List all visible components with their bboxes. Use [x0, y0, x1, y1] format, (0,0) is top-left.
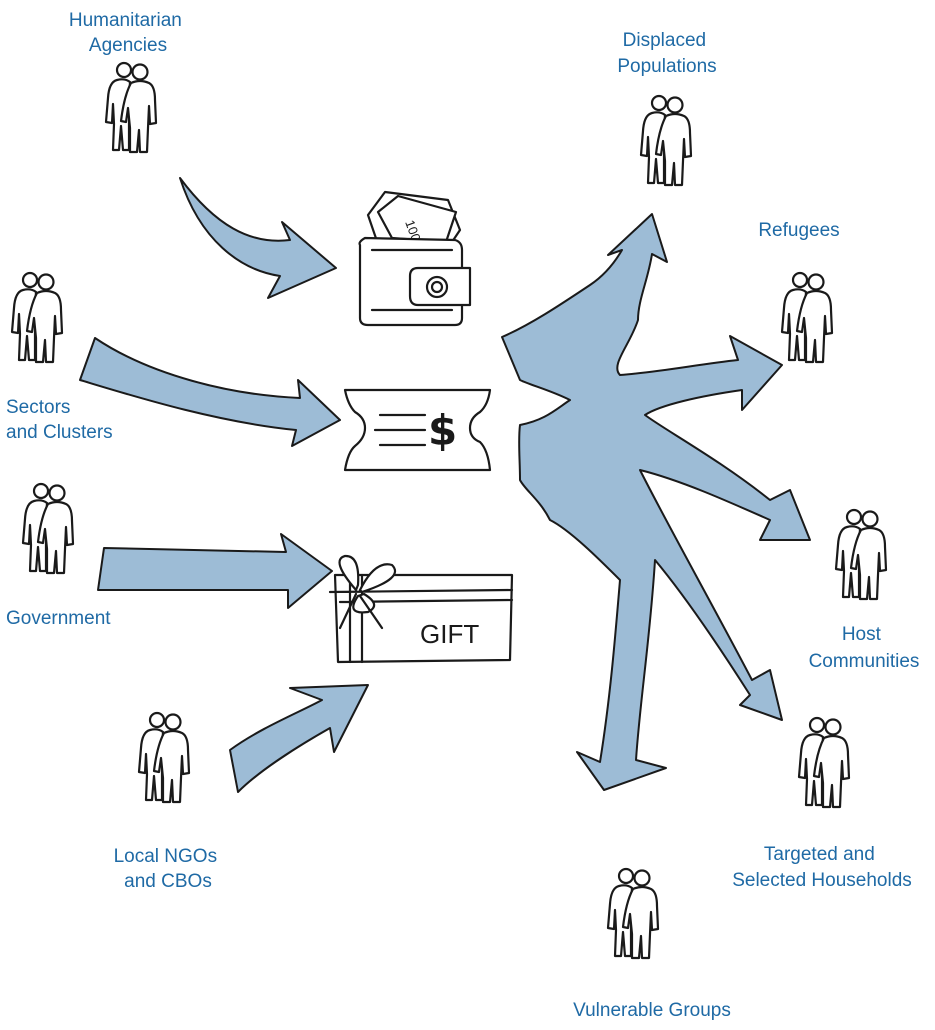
gift-box-icon: GIFT: [328, 554, 514, 664]
label-sectors-and-clusters: Sectors and Clusters: [6, 397, 113, 443]
arrow-humanitarian-to-wallet: [179, 177, 337, 299]
arrow-ngos-to-gift: [229, 684, 369, 793]
people-icon-displaced: [639, 94, 693, 187]
banknote-value: 100: [402, 218, 424, 244]
people-icon-sectors: [10, 271, 64, 364]
label-refugees: Refugees: [758, 220, 839, 241]
people-icon-vulnerable: [606, 867, 660, 960]
label-local-ngos-and-cbos: Local NGOs and CBOs: [114, 846, 223, 892]
arrow-sectors-to-voucher: [79, 337, 341, 447]
people-icon-government: [21, 482, 75, 575]
distribution-arrow: [501, 213, 811, 791]
people-icon-host: [834, 508, 888, 601]
people-icon-targeted: [797, 716, 851, 809]
label-displaced-populations: Displaced Populations: [617, 30, 716, 77]
label-humanitarian-agencies: Humanitarian Agencies: [69, 10, 187, 56]
wallet-icon: 100: [358, 190, 472, 327]
label-host-communities: Host Communities: [809, 624, 920, 672]
people-icon-local-ngos: [137, 711, 191, 804]
arrow-government-to-gift: [97, 533, 333, 609]
people-icon-humanitarian: [104, 61, 158, 154]
label-targeted-and-selected-households: Targeted and Selected Households: [732, 844, 912, 891]
gift-label: GIFT: [420, 619, 479, 649]
label-government: Government: [6, 608, 111, 629]
voucher-icon: $: [343, 388, 492, 472]
label-vulnerable-groups: Vulnerable Groups: [573, 1000, 731, 1021]
people-icon-refugees: [780, 271, 834, 364]
dollar-sign: $: [428, 406, 457, 455]
